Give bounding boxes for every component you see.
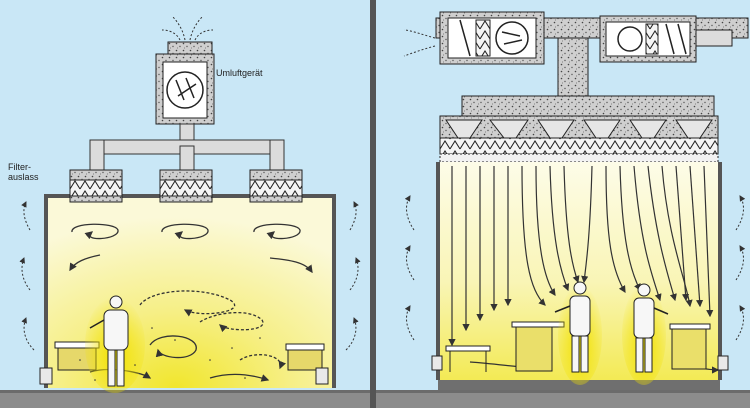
worker-figure-icon	[554, 281, 602, 385]
filter-outlet-label-line1: Filter-	[8, 162, 31, 172]
workbench-icon	[445, 321, 711, 372]
filter-outlet-icon	[69, 169, 303, 203]
air-handling-unit-icon	[403, 11, 733, 65]
fan-icon	[495, 21, 529, 55]
left-supply-ducts	[89, 123, 285, 177]
left-floor	[0, 390, 372, 408]
filter-outlet-icon	[439, 119, 719, 163]
airflow-arrow-icon	[69, 223, 313, 382]
worker-figure-icon	[85, 295, 145, 393]
right-room-walls	[436, 162, 722, 380]
recirculation-unit-icon	[155, 15, 215, 125]
right-room-laminar	[403, 11, 749, 390]
particles	[79, 327, 261, 381]
exhaust-airflow-right	[404, 195, 746, 341]
return-grille	[315, 367, 329, 385]
exhaust-airflow-left	[19, 201, 361, 351]
worker-figure-icon	[622, 283, 669, 385]
raised-floor	[438, 380, 720, 390]
airflow-arrow-icon	[448, 165, 720, 374]
return-grille	[717, 355, 729, 371]
return-grille	[39, 367, 53, 385]
filter-outlet-label-line2: auslass	[8, 172, 39, 182]
left-room-turbulent	[0, 15, 372, 408]
recirculation-unit-label: Umluftgerät	[216, 68, 263, 78]
right-floor	[376, 390, 750, 408]
workbench-icon	[54, 341, 325, 371]
filter-outlet-label: Filter- auslass	[8, 162, 39, 182]
divider-wall	[370, 0, 376, 408]
return-grille	[431, 355, 443, 371]
